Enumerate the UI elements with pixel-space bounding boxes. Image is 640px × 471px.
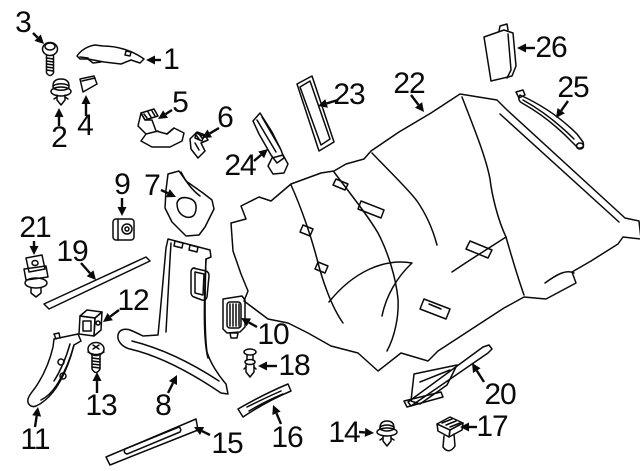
part-drawing-18-rivet-fastener (243, 348, 257, 378)
callout-6: 6 (217, 101, 234, 134)
callout-arrow-17 (460, 422, 477, 432)
callout-arrow-5 (158, 108, 173, 119)
callout-arrow-15 (194, 427, 211, 437)
callout-11: 11 (20, 423, 50, 456)
callout-7: 7 (144, 169, 161, 202)
part-drawing-16-sill-plate-rear (237, 383, 292, 418)
part-drawing-6-bracket-cover (189, 131, 209, 159)
part-drawing-8-pillar-trim-lower (117, 238, 229, 395)
callout-arrow-23 (318, 98, 339, 108)
callout-arrow-16 (272, 405, 283, 425)
part-drawing-12-clip-nut (78, 309, 103, 337)
part-drawing-26-cover-panel (483, 23, 517, 82)
callout-arrow-13 (92, 372, 102, 393)
part-drawing-1-trim-strip (76, 44, 145, 65)
callout-arrow-11 (32, 407, 42, 428)
part-drawing-17-expansion-clip (436, 416, 464, 452)
callout-arrow-19 (80, 262, 96, 280)
part-drawing-9-clamp-clip (112, 218, 135, 241)
callout-20: 20 (484, 378, 516, 411)
callout-arrow-3 (32, 32, 44, 44)
callout-arrow-25 (556, 100, 569, 118)
part-drawing-22-floor-carpet (230, 93, 640, 372)
callout-19: 19 (56, 235, 88, 268)
part-drawing-5-bracket (137, 108, 185, 148)
callout-18: 18 (278, 349, 310, 382)
callout-2: 2 (51, 121, 68, 154)
callout-4: 4 (77, 109, 94, 142)
part-drawing-7-pillar-trim-upper (164, 170, 215, 237)
part-drawing-19-sill-strip (43, 256, 151, 310)
part-drawing-24-trim-strip (252, 112, 289, 175)
part-drawing-10-vent-grille (222, 295, 246, 339)
callout-23: 23 (333, 78, 365, 111)
callout-13: 13 (85, 389, 117, 422)
part-drawing-3-bolt (41, 41, 59, 77)
part-drawing-13-screw (87, 341, 105, 374)
callout-5: 5 (172, 86, 189, 119)
callout-15: 15 (211, 427, 243, 460)
callout-14: 14 (328, 416, 360, 449)
callout-arrow-18 (258, 361, 277, 371)
part-drawing-14-push-clip (376, 420, 398, 447)
callout-22: 22 (393, 67, 425, 100)
callout-arrow-21 (29, 241, 39, 255)
callout-10: 10 (257, 318, 289, 351)
callout-26: 26 (535, 31, 567, 64)
callout-25: 25 (557, 71, 589, 104)
callout-3: 3 (15, 6, 32, 39)
callout-arrow-1 (146, 55, 161, 65)
callout-arrow-6 (202, 126, 220, 138)
callout-arrow-8 (166, 375, 177, 394)
callout-arrow-20 (472, 363, 486, 383)
part-drawing-2-push-clip (50, 78, 72, 106)
callout-arrow-4 (81, 95, 91, 116)
part-drawing-20-side-trim (403, 344, 493, 408)
callout-9: 9 (114, 168, 131, 201)
callout-17: 17 (476, 410, 508, 443)
part-drawing-21-push-fastener (23, 254, 49, 298)
callout-arrow-26 (517, 43, 535, 53)
callout-12: 12 (117, 284, 149, 317)
callout-1: 1 (163, 43, 180, 76)
callout-arrow-10 (241, 318, 258, 329)
part-drawing-4-cover-cap (79, 75, 98, 93)
callout-arrow-14 (358, 427, 374, 437)
part-drawing-11-kick-panel-trim (27, 332, 82, 408)
callout-arrow-24 (253, 149, 268, 162)
part-drawing-23-footrest-pad (296, 75, 335, 152)
callout-24: 24 (224, 149, 256, 182)
callout-arrow-9 (117, 198, 127, 216)
callout-arrow-2 (54, 108, 64, 126)
callout-16: 16 (271, 421, 303, 454)
callout-arrow-12 (103, 309, 120, 322)
callout-8: 8 (155, 389, 172, 422)
callout-arrow-22 (410, 94, 424, 112)
part-drawing-25-trim-strip-curved (515, 89, 585, 150)
callout-arrow-7 (160, 188, 176, 198)
callout-21: 21 (19, 211, 51, 244)
